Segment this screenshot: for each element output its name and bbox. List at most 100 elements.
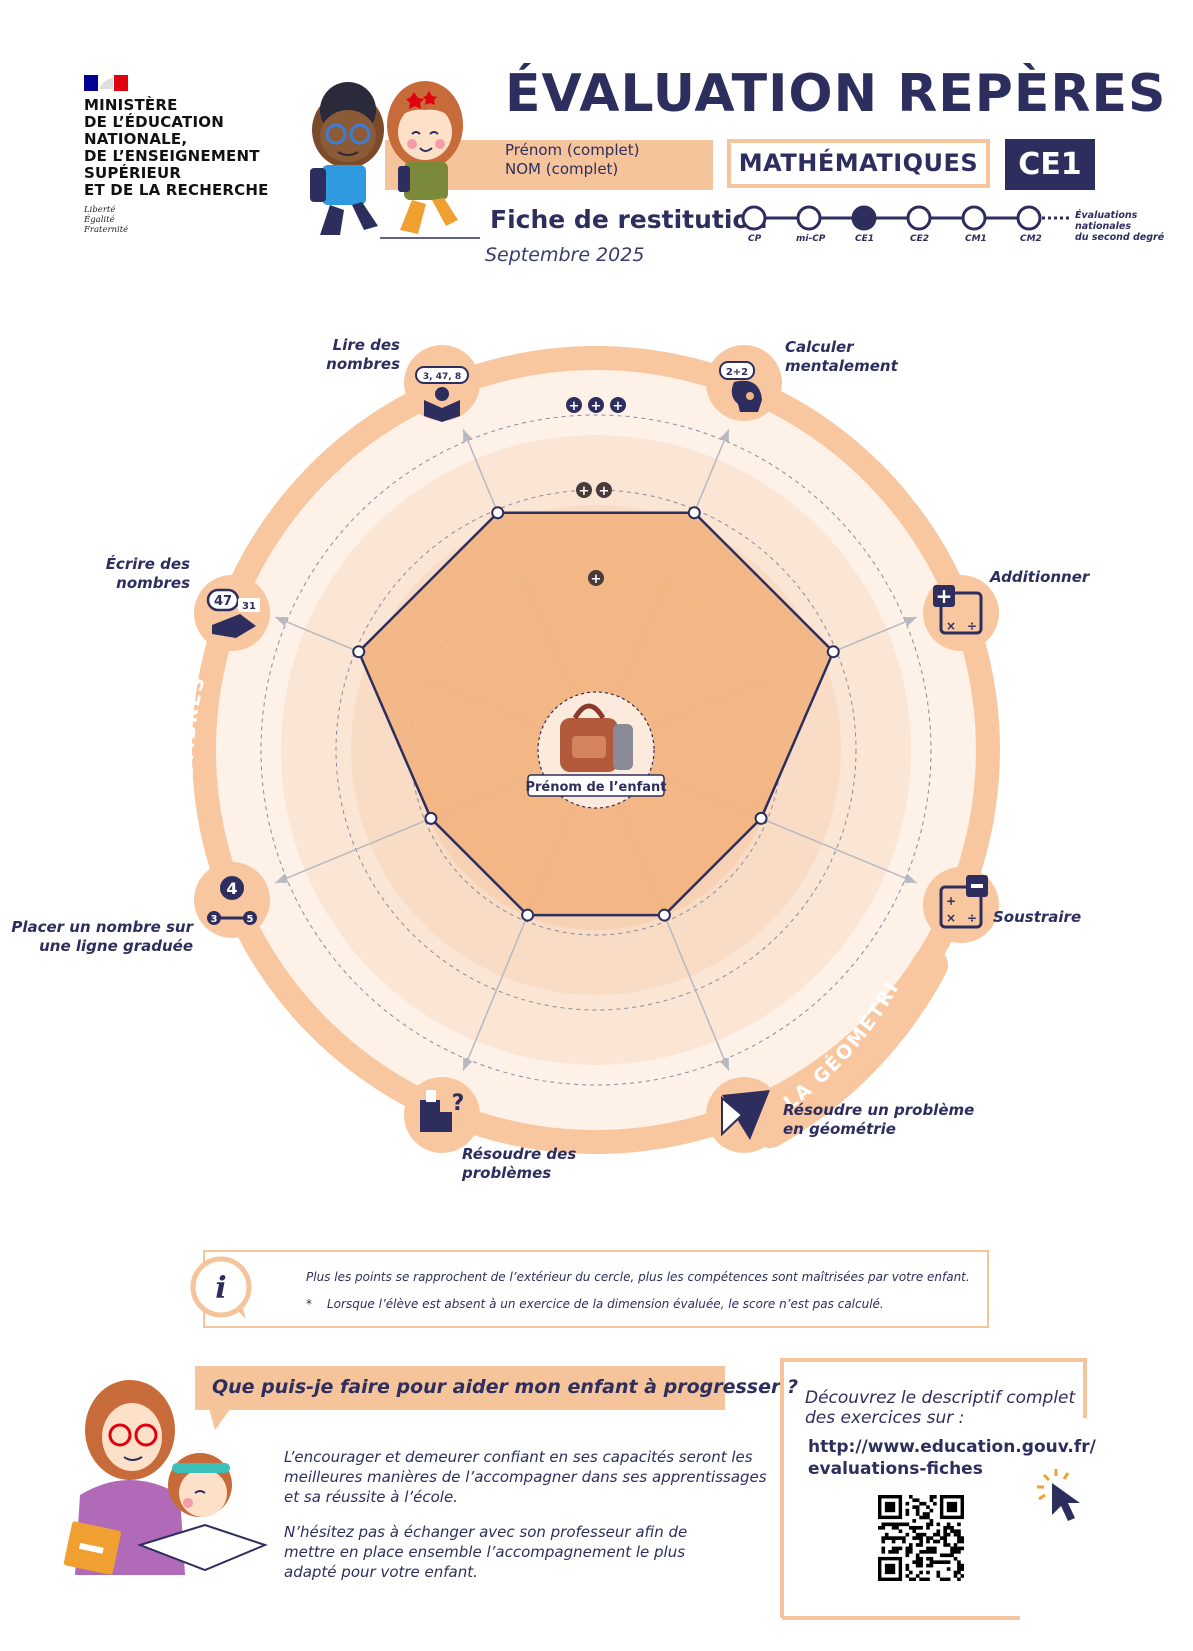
- ministry-line: DE L’ENSEIGNEMENT: [84, 147, 260, 165]
- qr-module: [929, 1550, 934, 1554]
- qr-code-icon[interactable]: [878, 1495, 964, 1581]
- qr-module: [936, 1529, 941, 1534]
- timeline-dot-ce1: [851, 205, 877, 231]
- qr-module: [957, 1529, 961, 1534]
- label-line: Additionner: [990, 568, 1090, 586]
- qr-module: [919, 1550, 923, 1554]
- label-calculer-mentalement: Calculer mentalement: [785, 338, 925, 376]
- timeline-label: CE1: [855, 234, 875, 244]
- qr-module: [946, 1560, 951, 1564]
- qr-module: [919, 1536, 923, 1540]
- timeline-dot-ce2: [906, 205, 932, 231]
- qr-module: [946, 1522, 951, 1527]
- qr-module: [929, 1498, 934, 1503]
- qr-module: [912, 1498, 917, 1503]
- writing-badge-2: 31: [242, 601, 256, 612]
- icon-number-line: 4 3 5: [194, 862, 270, 938]
- qr-module: [936, 1532, 941, 1537]
- info-letter: i: [215, 1271, 226, 1306]
- radar-score-point: [657, 908, 671, 922]
- qr-module: [898, 1522, 903, 1527]
- svg-text:+: +: [591, 399, 602, 414]
- qr-module: [929, 1546, 934, 1551]
- qr-module: [960, 1574, 964, 1578]
- help-banner: [195, 1366, 725, 1410]
- qr-module: [919, 1570, 923, 1575]
- qr-module: [946, 1532, 951, 1537]
- children-illustration: [310, 81, 480, 239]
- qr-module: [915, 1498, 920, 1503]
- qr-module: [891, 1525, 896, 1530]
- timeline-label: CM1: [965, 234, 987, 244]
- qr-module: [953, 1556, 958, 1561]
- icon-problems: ?: [404, 1077, 480, 1153]
- qr-module: [915, 1543, 920, 1547]
- qr-module: [905, 1553, 910, 1558]
- qr-module: [943, 1532, 947, 1537]
- qr-module: [926, 1546, 930, 1551]
- qr-module: [929, 1495, 934, 1499]
- url-line[interactable]: http://www.education.gouv.fr/: [808, 1437, 1096, 1457]
- svg-text:÷: ÷: [967, 619, 977, 633]
- qr-module: [922, 1512, 927, 1516]
- qr-module: [929, 1560, 934, 1564]
- svg-text:+: +: [569, 399, 580, 414]
- qr-module: [957, 1567, 961, 1571]
- evaluations-link[interactable]: http://www.education.gouv.fr/ evaluation…: [808, 1436, 1096, 1480]
- icon-subtraction: × ÷ +: [923, 867, 999, 943]
- icon-addition: + × ÷: [923, 575, 999, 651]
- qr-module: [919, 1525, 923, 1530]
- qr-module: [926, 1525, 930, 1530]
- qr-module: [895, 1522, 899, 1527]
- radar-score-points: [352, 506, 840, 922]
- svg-text:+: +: [591, 572, 602, 587]
- writing-badge: 47: [214, 594, 232, 609]
- qr-module: [908, 1495, 913, 1499]
- qr-module: [929, 1536, 934, 1540]
- label-line: Résoudre un problème: [783, 1101, 975, 1119]
- label-resoudre-problemes: Résoudre des problèmes: [462, 1145, 602, 1183]
- qr-module: [926, 1515, 930, 1520]
- qr-module: [957, 1536, 961, 1540]
- qr-module: [895, 1536, 899, 1540]
- qr-module: [888, 1536, 892, 1540]
- calculator-minus-icon: [939, 885, 983, 929]
- ministry-line: MINISTÈRE: [84, 96, 178, 114]
- link-box-frame: [780, 1358, 1087, 1620]
- qr-module: [905, 1563, 910, 1568]
- timeline-note-line: Évaluations nationales: [1075, 210, 1138, 232]
- label-line: une ligne graduée: [39, 937, 193, 955]
- qr-module: [884, 1536, 889, 1540]
- qr-module: [943, 1536, 947, 1540]
- qr-module: [878, 1525, 882, 1530]
- subject-badge: MATHÉMATIQUES: [727, 139, 990, 188]
- qr-module: [891, 1550, 896, 1554]
- radar-outer-ring: [192, 346, 1000, 1154]
- qr-module: [912, 1536, 917, 1540]
- url-line[interactable]: evaluations-fiches: [808, 1459, 983, 1479]
- number-line-tick: 5: [247, 914, 254, 925]
- help-banner-tail: [209, 1408, 231, 1430]
- qr-module: [926, 1550, 930, 1554]
- qr-finder: [884, 1501, 896, 1513]
- qr-module: [929, 1508, 934, 1513]
- qr-module: [957, 1570, 961, 1575]
- qr-module: [960, 1536, 964, 1540]
- timeline-note: Évaluations nationales du second degré: [1075, 210, 1193, 243]
- timeline-label: CM2: [1020, 234, 1042, 244]
- geometry-icon: [722, 1090, 770, 1140]
- icon-reading-numbers: 3, 47, 8: [404, 345, 480, 422]
- qr-module: [919, 1563, 923, 1568]
- qr-module: [922, 1515, 927, 1520]
- radar-axis-arrow: [463, 429, 473, 443]
- qr-module: [950, 1525, 954, 1530]
- qr-module: [919, 1539, 923, 1544]
- qr-module: [884, 1532, 889, 1537]
- qr-module: [919, 1556, 923, 1561]
- qr-module: [884, 1522, 889, 1527]
- qr-module: [933, 1501, 937, 1506]
- qr-module: [898, 1546, 903, 1551]
- label-line: nombres: [116, 574, 190, 592]
- qr-module: [939, 1560, 944, 1564]
- motto-fraternite: Fraternité: [84, 225, 129, 235]
